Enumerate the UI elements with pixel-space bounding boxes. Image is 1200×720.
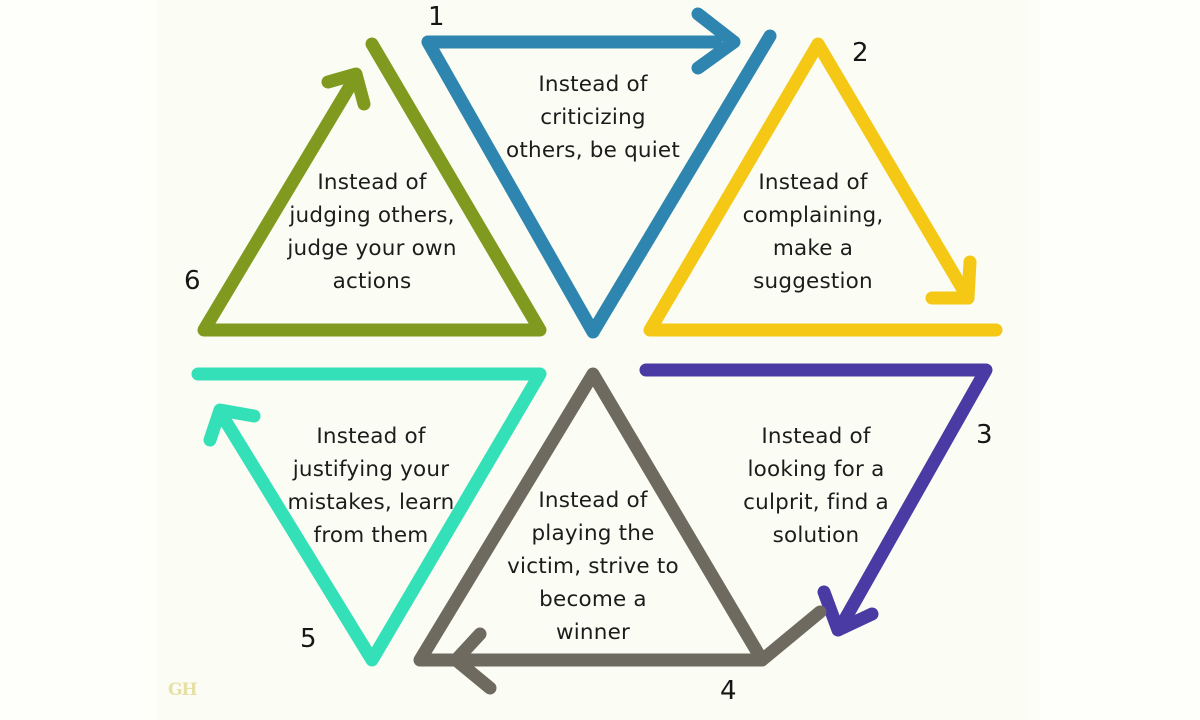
step-1-line-2: criticizing (540, 105, 646, 130)
step-5-line-4: from them (313, 523, 429, 548)
step-2-triangle-arrow-path (643, 37, 1003, 337)
step-4-number: 4 (720, 676, 737, 706)
step-4-text: Instead of playing the victim, strive to… (478, 484, 708, 649)
step-3-triangle-arrow-path (639, 363, 993, 635)
step-4-line-3: victim, strive to (507, 554, 679, 579)
step-2-line-3: make a (772, 236, 854, 261)
step-3-line-3: culprit, find a (743, 490, 889, 515)
step-3-triangle-arrow (639, 363, 993, 637)
step-2-number: 2 (852, 38, 869, 68)
step-4-line-1: Instead of (538, 488, 648, 513)
step-5-line-3: mistakes, learn (287, 490, 455, 515)
step-1-triangle-arrow-arrowhead (691, 7, 741, 75)
step-2-line-2: complaining, (742, 203, 884, 228)
step-2-triangle-arrow-arrowhead (925, 255, 977, 305)
step-5-line-2: justifying your (292, 457, 450, 482)
step-3-line-2: looking for a (747, 457, 885, 482)
step-2-line-4: suggestion (753, 269, 873, 294)
step-1-triangle-arrow (421, 7, 777, 339)
step-1-line-3: others, be quiet (506, 138, 680, 163)
step-4-line-5: winner (555, 620, 631, 645)
step-4-triangle-arrow (413, 367, 827, 695)
step-4-line-4: become a (539, 587, 647, 612)
step-2-line-1: Instead of (758, 170, 868, 195)
step-5-triangle-arrow-path (191, 367, 547, 667)
left-margin (0, 0, 160, 720)
step-6-line-3: judge your own (287, 236, 457, 261)
step-1-line-1: Instead of (538, 72, 648, 97)
step-1-text: Instead of criticizing others, be quiet (488, 68, 698, 167)
step-3-number: 3 (976, 420, 993, 450)
step-4-triangle-arrow-path (413, 367, 827, 667)
step-6-number: 6 (184, 266, 201, 296)
triangle-cycle-diagram (191, 7, 1003, 695)
step-6-triangle-arrow (197, 37, 547, 337)
step-6-text: Instead of judging others, judge your ow… (264, 166, 480, 298)
step-5-line-1: Instead of (316, 424, 426, 449)
step-5-number: 5 (300, 624, 317, 654)
step-5-triangle-arrow-arrowhead (203, 403, 261, 447)
step-5-triangle-arrow (191, 367, 547, 667)
step-6-triangle-arrow-path (197, 37, 547, 337)
gh-logo: GH (168, 680, 198, 700)
step-3-line-4: solution (772, 523, 860, 548)
step-6-line-1: Instead of (317, 170, 427, 195)
step-3-line-1: Instead of (761, 424, 871, 449)
step-2-triangle-arrow (643, 37, 1003, 337)
step-1-triangle-arrow-outline (421, 29, 777, 339)
right-margin (1040, 0, 1200, 720)
step-5-text: Instead of justifying your mistakes, lea… (263, 420, 479, 552)
step-3-triangle-arrow-arrowhead (817, 585, 879, 637)
step-6-line-2: judging others, (289, 203, 455, 228)
step-6-line-4: actions (332, 269, 412, 294)
step-4-triangle-arrow-arrowhead (449, 627, 497, 695)
step-2-text: Instead of complaining, make a suggestio… (713, 166, 913, 298)
diagram-canvas: 1 Instead of criticizing others, be quie… (158, 0, 1030, 720)
step-4-line-2: playing the (531, 521, 655, 546)
step-6-triangle-arrow-arrowhead (321, 67, 371, 111)
step-1-number: 1 (428, 2, 445, 32)
step-3-text: Instead of looking for a culprit, find a… (714, 420, 918, 552)
